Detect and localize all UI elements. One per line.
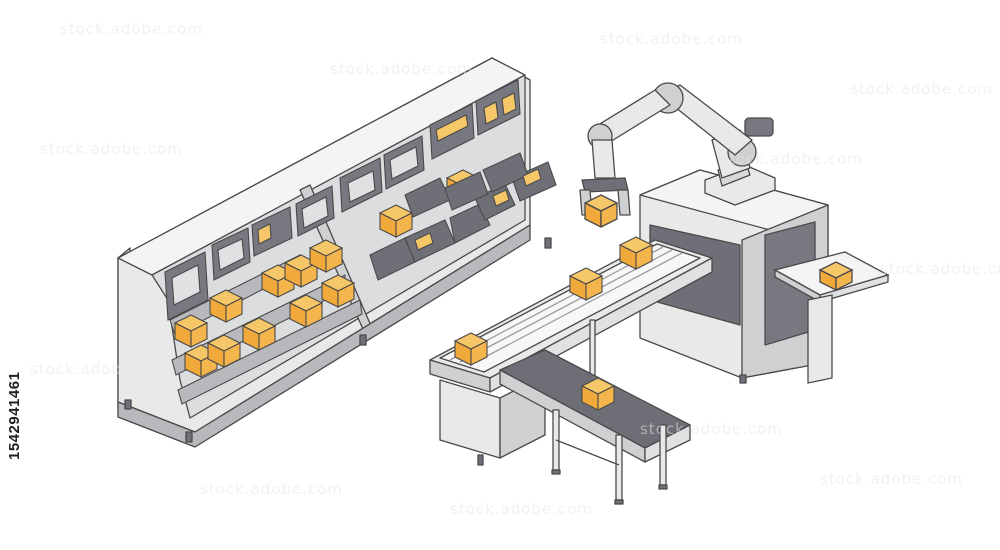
watermark-text: stock.adobe.com	[200, 480, 344, 498]
side-table	[773, 251, 890, 384]
conveyor-boxes	[453, 236, 654, 411]
watermark-text: stock.adobe.com	[40, 140, 184, 158]
watermark-text: stock.adobe.com	[330, 60, 474, 78]
cardboard-boxes	[173, 169, 481, 378]
watermark-text: stock.adobe.com	[450, 500, 594, 518]
watermark-text: stock.adobe.com	[720, 150, 864, 168]
watermark-text: stock.adobe.com	[880, 260, 1000, 278]
upper-conveyor-belt	[429, 239, 713, 466]
watermark-text: stock.adobe.com	[30, 360, 174, 378]
watermark-text: stock.adobe.com	[60, 20, 204, 38]
stock-id-label: 1542941461	[6, 250, 26, 470]
watermark-text: stock.adobe.com	[820, 470, 964, 488]
stock-id-text: 1542941461	[6, 371, 23, 460]
watermark-text: stock.adobe.com	[850, 80, 994, 98]
shelf-bins-right	[369, 152, 557, 281]
watermark-text: stock.adobe.com	[600, 30, 744, 48]
watermark-text: stock.adobe.com	[640, 420, 784, 438]
robotic-arm	[579, 82, 776, 228]
shelf-display-panels	[164, 79, 521, 321]
